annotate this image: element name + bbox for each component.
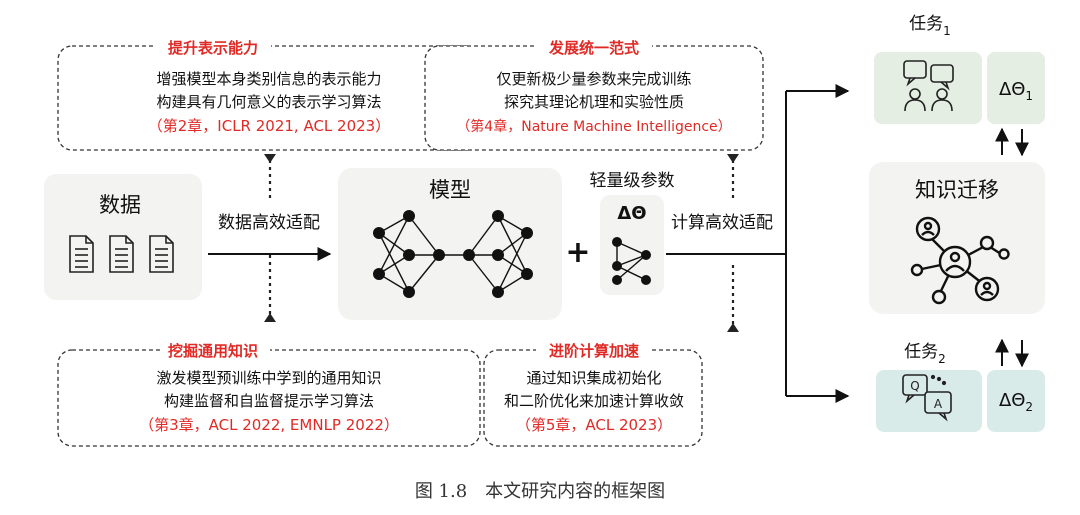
knowledge-transfer-block: 知识迁移 [869, 162, 1045, 314]
network-nodes [373, 210, 533, 298]
lightweight-params-label: 轻量级参数 [590, 171, 675, 191]
task2-delta: ΔΘ2 [999, 390, 1033, 414]
task2-block: Q A ΔΘ2 [876, 370, 1045, 432]
data-block: 数据 [44, 174, 202, 300]
paradigm-line1: 仅更新极少量参数来完成训练 [496, 70, 691, 88]
figure-caption: 图 1.8 本文研究内容的框架图 [415, 481, 665, 502]
accel-title: 进阶计算加速 [549, 342, 639, 360]
task2-label: 任务2 [904, 342, 946, 366]
mining-knowledge-box: 挖掘通用知识 激发模型预训练中学到的通用知识 构建监督和自监督提示学习算法 （第… [57, 341, 481, 447]
transfer-label: 知识迁移 [915, 178, 999, 202]
enhance-line1: 增强模型本身类别信息的表示能力 [156, 70, 381, 88]
small-network-nodes [612, 237, 651, 285]
connector-end-marks [264, 154, 739, 332]
mining-line2: 构建监督和自监督提示学习算法 [164, 392, 374, 410]
svg-text:Q: Q [910, 379, 919, 393]
lightweight-params-block: ΔΘ [600, 195, 664, 295]
qa-chat-icon: Q A [902, 374, 952, 422]
task1-block: ΔΘ1 [874, 52, 1045, 124]
small-network-icon [616, 241, 647, 281]
enhance-representation-box: 提升表示能力 增强模型本身类别信息的表示能力 构建具有几何意义的表示学习算法 （… [57, 36, 481, 151]
paradigm-title: 发展统一范式 [548, 39, 639, 57]
document-icon [109, 235, 134, 273]
model-block: 模型 [338, 168, 562, 320]
document-icon [69, 235, 94, 273]
data-adapt-label: 数据高效适配 [218, 213, 320, 233]
mining-line1: 激发模型预训练中学到的通用知识 [156, 369, 381, 387]
task1-label: 任务1 [909, 14, 951, 38]
delta-theta-label: ΔΘ [617, 203, 646, 224]
model-label: 模型 [429, 178, 471, 202]
plus-sign: + [565, 235, 590, 270]
enhance-line2: 构建具有几何意义的表示学习算法 [156, 93, 381, 111]
chat-users-icon [903, 60, 954, 112]
enhance-cite: （第2章，ICLR 2021, ACL 2023） [148, 117, 390, 135]
compute-adapt-label: 计算高效适配 [671, 213, 773, 233]
mining-title: 挖掘通用知识 [168, 342, 258, 360]
accel-line1: 通过知识集成初始化 [526, 369, 661, 387]
paradigm-line2: 探究其理论机理和实验性质 [504, 93, 684, 111]
task2-transfer-arrows [995, 338, 1029, 368]
task1-transfer-arrows [995, 127, 1029, 157]
paradigm-cite: （第4章，Nature Machine Intelligence） [456, 118, 731, 135]
knowledge-network-icon [910, 216, 1010, 305]
enhance-title: 提升表示能力 [168, 39, 258, 57]
dotted-connectors [268, 160, 735, 326]
unified-paradigm-box: 发展统一范式 仅更新极少量参数来完成训练 探究其理论机理和实验性质 （第4章，N… [424, 36, 764, 151]
compute-acceleration-box: 进阶计算加速 通过知识集成初始化 和二阶优化来加速计算收敛 （第5章，ACL 2… [483, 341, 703, 447]
accel-cite: （第5章，ACL 2023） [516, 416, 672, 434]
data-label: 数据 [99, 193, 141, 217]
task1-delta: ΔΘ1 [999, 79, 1033, 103]
document-icon [149, 235, 174, 273]
svg-text:A: A [934, 397, 943, 411]
mining-cite: （第3章，ACL 2022, EMNLP 2022） [139, 416, 399, 434]
accel-line2: 和二阶优化来加速计算收敛 [504, 392, 684, 410]
